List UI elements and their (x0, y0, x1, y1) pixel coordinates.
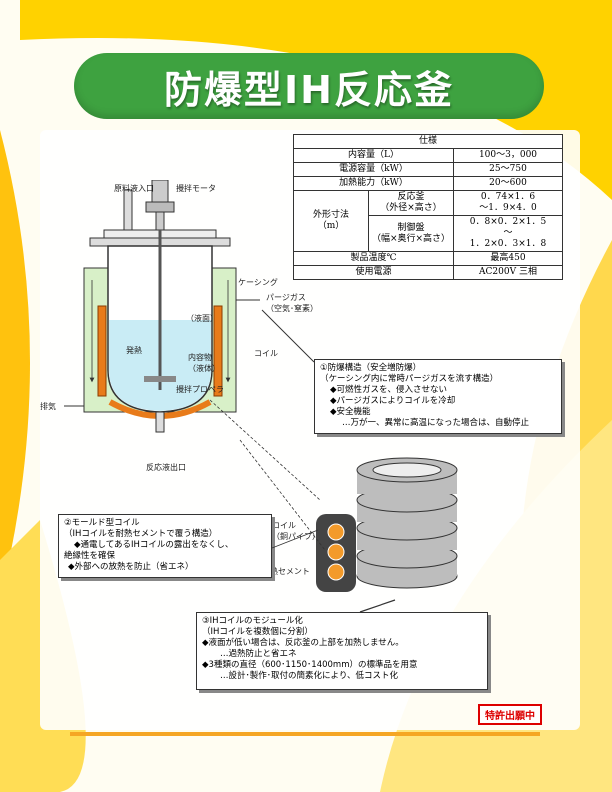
label-raw-inlet: 原料液入口 (114, 184, 154, 193)
title-banner: 防爆型IH反応釜 (74, 53, 544, 119)
page-title: 防爆型IH反応釜 (164, 67, 454, 112)
patent-pending-badge: 特許出願中 (478, 704, 542, 725)
label-propeller: 攪拌プロペラ (176, 385, 224, 394)
callout-bullet: ◆3種類の直径（600･1150･1400mm）の標準品を用意 (202, 660, 418, 670)
bottom-accent-line (70, 732, 540, 736)
callout-explosion-proof: ①防爆構造（安全増防爆） （ケーシング内に常時パージガスを流す構造） ◆可燃性ガ… (314, 359, 562, 434)
callout-line: 絶縁性を確保 (64, 551, 116, 561)
label-exhaust: 排気 (40, 402, 56, 411)
spec-table: 仕様 内容量（L）100～3，000 電源容量（kW）25～750 加熱能力（k… (293, 134, 563, 280)
callout-bullet: ◆液面が低い場合は、反応釜の上部を加熱しません。 (202, 638, 404, 648)
label-liquid-level: （液面） (186, 314, 218, 323)
label-outlet: 反応液出口 (146, 463, 186, 472)
callout-note: …設計･製作･取付の簡素化により、低コスト化 (220, 671, 398, 681)
spec-label: 制御盤 （幅×奥行×高さ） (368, 215, 454, 252)
coil-cross-section (316, 514, 356, 592)
callout-line: ◆通電してあるIHコイルの露出をなくし、 (74, 540, 234, 550)
callout-title: ②モールド型コイル (64, 518, 140, 528)
callout-line: ◆外部への放熱を防止（省エネ） (68, 562, 194, 572)
callout-title: ③IHコイルのモジュール化 (202, 616, 303, 626)
spec-value: AC200V 三相 (453, 265, 563, 280)
callout-note: …万が一、異常に高温になった場合は、自動停止 (342, 418, 530, 428)
spec-dimension-label: 外形寸法 （m） (293, 190, 369, 252)
spec-label: 使用電源 (293, 265, 454, 280)
label-motor: 攪拌モータ (176, 184, 216, 193)
callout-bullet: ◆パージガスによりコイルを冷却 (330, 396, 456, 406)
callout-sub: （IHコイルを複数個に分割） (202, 627, 313, 637)
reactor-diagram (64, 180, 260, 433)
callout-sub: （IHコイルを耐熱セメントで覆う構造） (64, 529, 218, 539)
callout-title: ①防爆構造（安全増防爆） (320, 363, 422, 373)
callout-note: …過熱防止と省エネ (220, 649, 297, 659)
callout-sub: （ケーシング内に常時パージガスを流す構造） (320, 374, 499, 384)
label-coil-pipe: コイル （銅パイプ） (272, 521, 320, 541)
label-heat: 発熱 (126, 346, 142, 355)
coil-module-stack (356, 457, 458, 589)
label-purge: パージガス （空気･窒素） (266, 293, 318, 313)
label-contents: 内容物 （液体） (188, 353, 220, 373)
callout-module: ③IHコイルのモジュール化 （IHコイルを複数個に分割） ◆液面が低い場合は、反… (196, 612, 488, 690)
callout-bullet: ◆安全機能 (330, 407, 371, 417)
spec-value: 0．8×0．2×1．5 ～ 1．2×0．3×1．8 (453, 215, 563, 252)
label-cement: 耐熱セメント (262, 567, 310, 576)
callout-mold-coil: ②モールド型コイル （IHコイルを耐熱セメントで覆う構造） ◆通電してあるIHコ… (58, 514, 272, 578)
label-coil: コイル (254, 349, 278, 358)
callout-bullet: ◆可燃性ガスを、侵入させない (330, 385, 448, 395)
label-casing: ケーシング (238, 278, 278, 287)
